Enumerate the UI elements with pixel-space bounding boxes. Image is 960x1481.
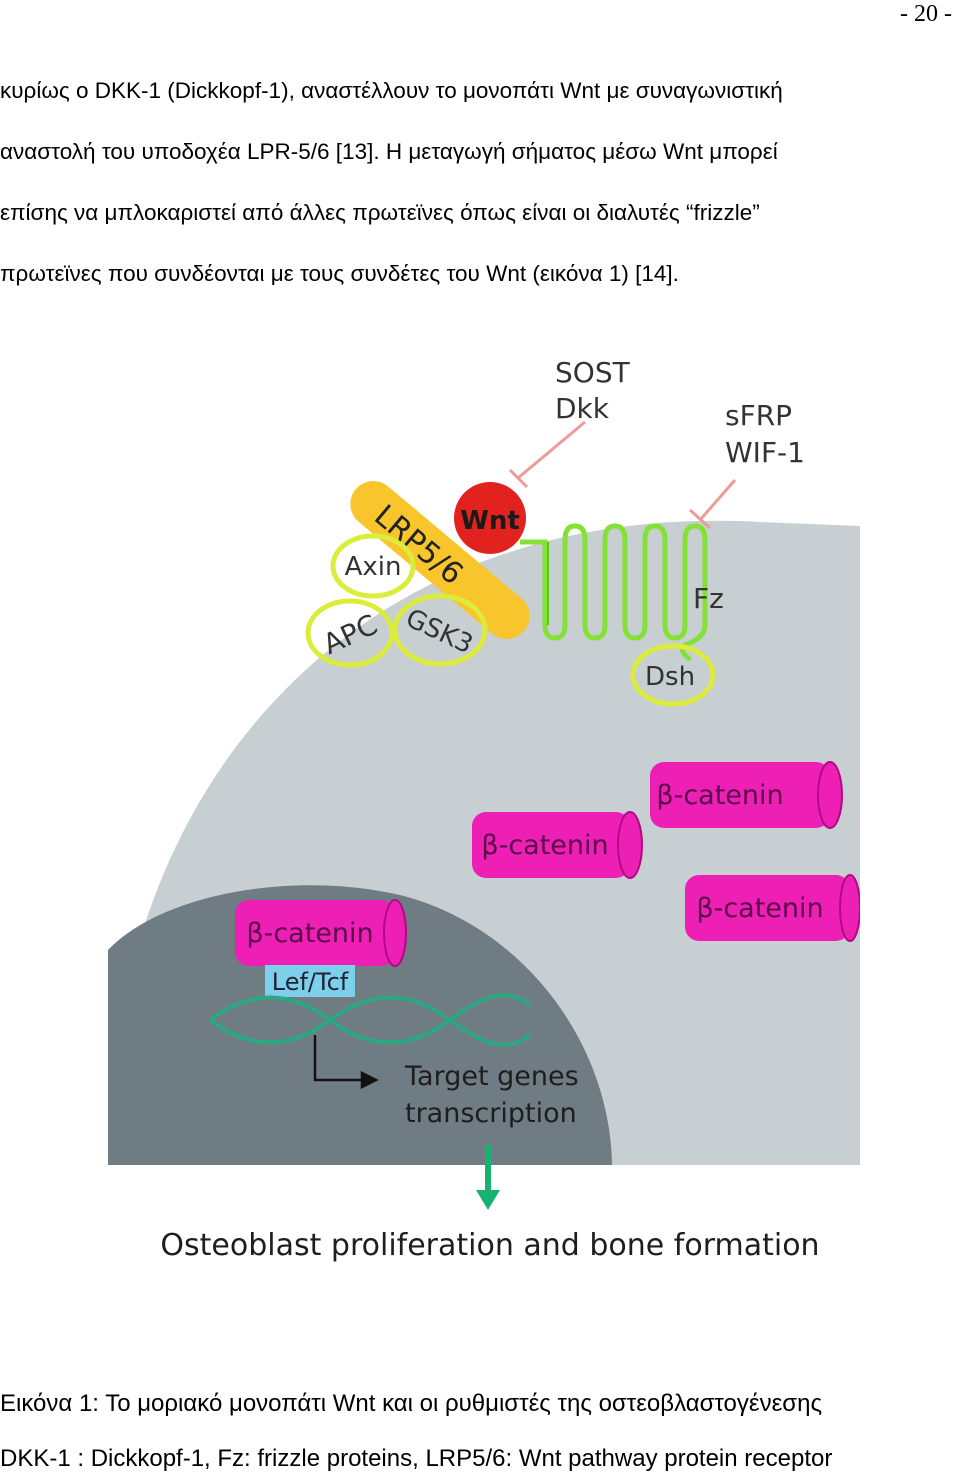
body-paragraph: κυρίως ο DKK-1 (Dickkopf-1), αναστέλλουν… <box>0 60 960 304</box>
wnt-ligand <box>454 482 526 554</box>
transcription-label: transcription <box>405 1098 577 1129</box>
beta-catenin-cylinder: β-catenin <box>650 761 843 829</box>
dkk-label: Dkk <box>555 392 610 425</box>
beta-catenin-cylinder: β-catenin <box>472 811 643 879</box>
paragraph-line: επίσης να μπλοκαριστεί από άλλες πρωτεϊν… <box>0 200 760 225</box>
beta-catenin-cylinder: β-catenin <box>235 899 407 967</box>
fz-label: Fz <box>693 582 724 615</box>
sost-label: SOST <box>555 356 631 389</box>
target-genes-label: Target genes <box>404 1061 579 1092</box>
inhibitor-arrows <box>508 420 737 530</box>
beta-catenin-cylinder: β-catenin <box>685 874 860 942</box>
wnt-label: Wnt <box>460 506 520 536</box>
figure-caption: Εικόνα 1: Το μοριακό μονοπάτι Wnt και οι… <box>0 1390 823 1417</box>
page-number: - 20 - <box>900 1 952 27</box>
axin-protein <box>330 533 416 599</box>
frizzled-receptor <box>520 523 708 662</box>
wif1-label: WIF-1 <box>725 436 805 469</box>
lef-tcf-box <box>265 965 355 997</box>
paragraph-line: κυρίως ο DKK-1 (Dickkopf-1), αναστέλλουν… <box>0 78 783 103</box>
nucleus <box>108 885 612 1165</box>
wnt-pathway-figure: SOST Dkk sFRP WIF-1 Fz Dsh LRP5/6 Wnt Ax… <box>100 350 860 1270</box>
beta-catenin-label: β-catenin <box>696 893 823 924</box>
beta-catenin-label: β-catenin <box>656 780 783 811</box>
dsh-label: Dsh <box>645 662 695 692</box>
gsk3-protein <box>392 593 488 667</box>
dsh-protein <box>630 643 716 707</box>
beta-catenin-label: β-catenin <box>246 918 373 949</box>
output-arrow <box>476 1145 500 1210</box>
figure-legend: DKK-1 : Dickkopf-1, Fz: frizzle proteins… <box>0 1445 833 1472</box>
axin-label: Axin <box>345 552 402 582</box>
outcome-label: Osteoblast proliferation and bone format… <box>160 1228 819 1263</box>
transcription-arrow <box>313 1035 379 1090</box>
beta-catenin-label: β-catenin <box>481 830 608 861</box>
sfrp-label: sFRP <box>725 399 792 432</box>
dna-helix <box>208 993 532 1047</box>
paragraph-line: πρωτεϊνες που συνδέονται με τους συνδέτε… <box>0 261 679 286</box>
lef-tcf-label: Lef/Tcf <box>272 968 349 996</box>
paragraph-line: αναστολή του υποδοχέα LPR-5/6 [13]. Η με… <box>0 139 778 164</box>
pathway-diagram: SOST Dkk sFRP WIF-1 Fz Dsh LRP5/6 Wnt Ax… <box>108 356 860 1263</box>
apc-protein <box>305 598 395 668</box>
